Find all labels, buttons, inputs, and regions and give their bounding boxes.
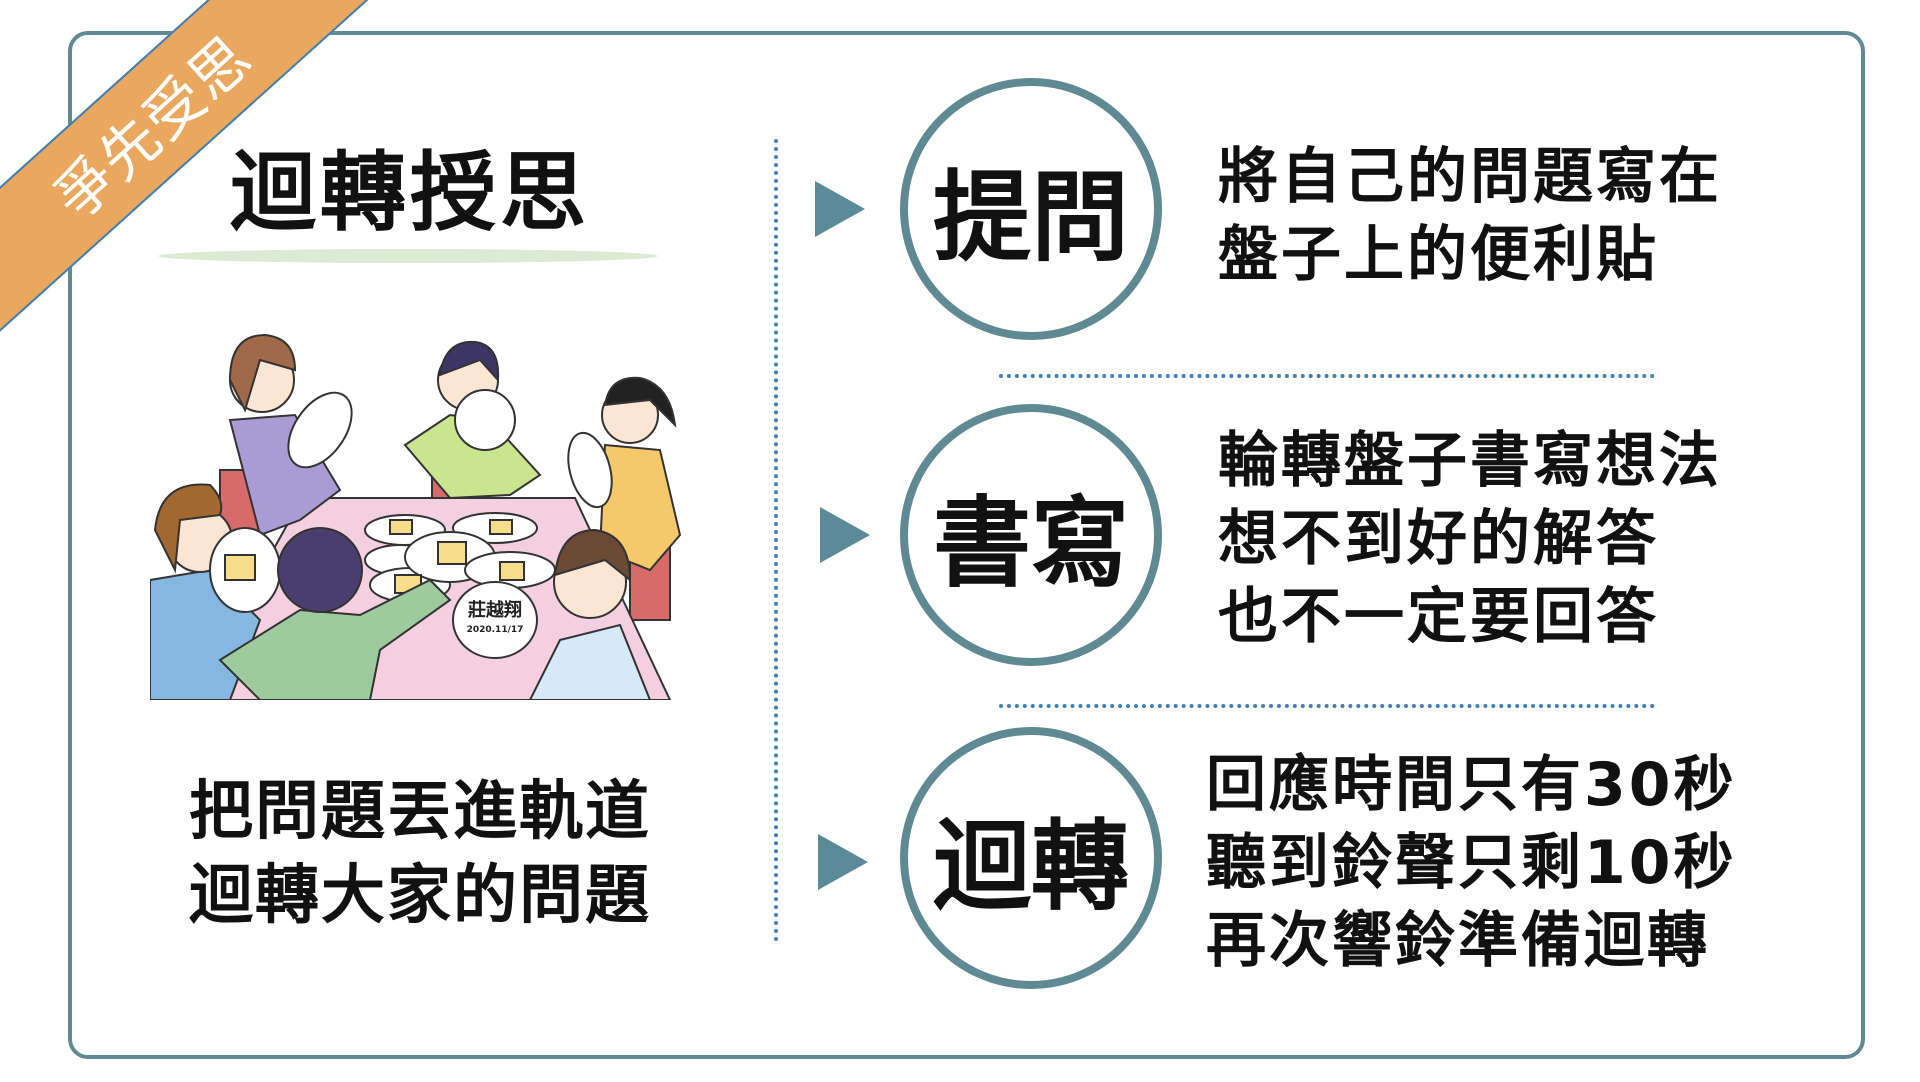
step-label: 提問: [932, 161, 1129, 275]
person-lightblue: [528, 623, 652, 700]
step-circle-write: 書寫: [900, 404, 1162, 666]
step-description-ask: 將自己的問題寫在 盤子上的便利貼: [1218, 138, 1722, 294]
desc-line: 再次響鈴準備迴轉: [1206, 906, 1710, 976]
step-description-write: 輪轉盤子書寫想法 想不到好的解答 也不一定要回答: [1218, 422, 1722, 656]
step-circle-rotate: 迴轉: [900, 727, 1162, 989]
step-label: 迴轉: [932, 810, 1129, 924]
step-description-rotate: 回應時間只有30秒 聽到鈴聲只剩10秒 再次響鈴準備迴轉: [1206, 746, 1737, 980]
caption-line-1: 把問題丟進軌道: [189, 775, 651, 849]
arrow-right-icon: [818, 834, 868, 890]
desc-line: 想不到好的解答: [1218, 504, 1659, 574]
horizontal-divider: [999, 704, 1655, 708]
desc-line: 輪轉盤子書寫想法: [1218, 426, 1722, 496]
arrow-right-icon: [820, 507, 870, 563]
page-title: 迴轉授思: [230, 143, 590, 243]
step-circle-ask: 提問: [900, 78, 1162, 340]
horizontal-divider: [999, 374, 1655, 378]
arrow-right-icon: [815, 181, 865, 237]
plate: [287, 391, 353, 469]
desc-line: 回應時間只有30秒: [1206, 750, 1737, 820]
name-plate: [452, 581, 538, 659]
plate: [567, 431, 613, 509]
plate: [454, 389, 516, 451]
group-discussion-illustration: 莊越翔 2020.11/17: [150, 333, 682, 700]
caption-line-2: 迴轉大家的問題: [189, 859, 651, 933]
step-label: 書寫: [932, 487, 1129, 601]
desc-line: 聽到鈴聲只剩10秒: [1206, 828, 1737, 898]
desc-line: 將自己的問題寫在: [1218, 142, 1722, 212]
person-green: [403, 413, 542, 500]
plate-name: 莊越翔: [468, 599, 522, 621]
desc-line: 也不一定要回答: [1218, 582, 1659, 652]
plate-date: 2020.11/17: [467, 625, 524, 635]
title-underline: [158, 249, 658, 263]
vertical-divider: [774, 139, 778, 942]
desc-line: 盤子上的便利貼: [1218, 220, 1659, 290]
